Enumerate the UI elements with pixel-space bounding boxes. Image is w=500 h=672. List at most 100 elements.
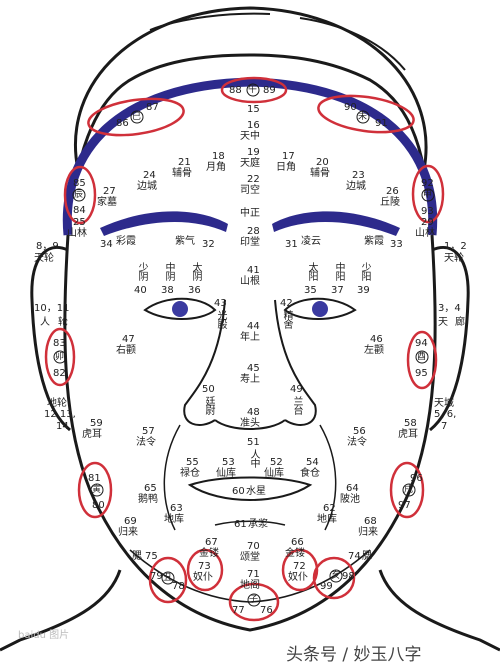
label-32: 32 bbox=[202, 239, 215, 250]
label-43: 43 bbox=[214, 298, 227, 309]
label-25: 25 bbox=[73, 217, 86, 228]
label-91: 91 bbox=[375, 118, 388, 129]
label-youquan: 右颧 bbox=[116, 345, 136, 356]
label-87: 87 bbox=[146, 102, 159, 113]
label-shaoyin: 少阴 bbox=[136, 262, 147, 280]
label-77: 77 bbox=[232, 605, 245, 616]
label-38: 38 bbox=[161, 285, 174, 296]
label-xianku-right: 仙库 bbox=[264, 468, 284, 479]
highlight-73 bbox=[186, 548, 224, 592]
highlight-85-84 bbox=[63, 165, 97, 225]
label-nianshang: 年上 bbox=[240, 332, 260, 343]
label-qiuling: 丘陵 bbox=[380, 197, 400, 208]
label-29: 29 bbox=[421, 217, 434, 228]
label-95: 95 bbox=[415, 368, 428, 379]
label-69: 69 bbox=[124, 516, 137, 527]
label-63: 63 bbox=[170, 503, 183, 514]
label-97: 97 bbox=[398, 500, 411, 511]
neck-left bbox=[0, 569, 122, 652]
label-18: 18 bbox=[212, 151, 225, 162]
label-biancheng-24: 边城 bbox=[137, 181, 157, 192]
glyph-mao: 卯 bbox=[55, 352, 65, 362]
label-biancheng-23: 边城 bbox=[346, 181, 366, 192]
label-67: 67 bbox=[205, 537, 218, 548]
label-51: 51 bbox=[247, 437, 260, 448]
highlight-77-76 bbox=[228, 582, 280, 622]
label-33: 33 bbox=[390, 239, 403, 250]
label-53: 53 bbox=[222, 457, 235, 468]
highlight-83-82 bbox=[44, 327, 76, 387]
label-zhongyang: 中阳 bbox=[333, 262, 344, 280]
label-sikong: 司空 bbox=[240, 185, 260, 196]
label-dige: 地阁 bbox=[240, 580, 260, 591]
label-66: 66 bbox=[291, 537, 304, 548]
label-caixia: 彩霞 bbox=[116, 236, 136, 247]
label-lang: 廊 bbox=[455, 317, 465, 328]
label-8-9: 8，9 bbox=[36, 241, 59, 252]
label-44: 44 bbox=[247, 321, 260, 332]
label-99: 99 bbox=[320, 581, 333, 592]
label-64: 64 bbox=[346, 483, 359, 494]
label-94: 94 bbox=[415, 338, 428, 349]
label-96: 96 bbox=[410, 473, 423, 484]
label-52: 52 bbox=[270, 457, 283, 468]
label-xianku-left: 仙库 bbox=[216, 468, 236, 479]
label-54: 54 bbox=[306, 457, 319, 468]
label-62: 62 bbox=[323, 503, 336, 514]
label-renzhong: 人中 bbox=[248, 449, 259, 467]
nose-right bbox=[274, 299, 317, 426]
label-faling-right: 法令 bbox=[347, 437, 367, 448]
label-16: 16 bbox=[247, 120, 260, 131]
glyph-wu: 午 bbox=[248, 85, 258, 95]
label-90: 90 bbox=[344, 102, 357, 113]
label-34: 34 bbox=[100, 239, 113, 250]
label-sai-left: 腮 bbox=[132, 551, 142, 562]
label-zixia: 紫霞 bbox=[364, 236, 384, 247]
left-eye bbox=[143, 297, 217, 320]
hair-outline bbox=[74, 6, 428, 171]
label-20: 20 bbox=[316, 157, 329, 168]
label-shanlin-29: 山林 bbox=[415, 228, 435, 239]
hairline-band bbox=[62, 77, 438, 236]
label-36: 36 bbox=[188, 285, 201, 296]
glyph-shen: 申 bbox=[423, 190, 433, 200]
label-rijiao: 日角 bbox=[276, 162, 296, 173]
label-49: 49 bbox=[290, 384, 303, 395]
nose-left bbox=[183, 299, 226, 426]
highlight-99-98 bbox=[312, 556, 356, 600]
label-22: 22 bbox=[247, 174, 260, 185]
label-lun: 轮 bbox=[58, 317, 68, 328]
glyph-chou: 丑 bbox=[163, 573, 173, 583]
label-diku-right: 地库 bbox=[317, 514, 337, 525]
label-28: 28 bbox=[247, 226, 260, 237]
label-lantai: 兰台 bbox=[291, 396, 302, 414]
label-39: 39 bbox=[357, 285, 370, 296]
label-55: 55 bbox=[186, 457, 199, 468]
glyph-yin: 寅 bbox=[92, 485, 102, 495]
label-41: 41 bbox=[247, 265, 260, 276]
label-76: 76 bbox=[260, 605, 273, 616]
label-lingyun: 凌云 bbox=[301, 236, 321, 247]
label-68: 68 bbox=[364, 516, 377, 527]
neck-right bbox=[378, 569, 500, 652]
label-taiyang: 太阳 bbox=[306, 262, 317, 280]
label-71: 71 bbox=[247, 569, 260, 580]
label-sai-right: 腮 bbox=[362, 551, 372, 562]
label-3-4: 3，4 bbox=[438, 303, 461, 314]
label-guilai-right: 归来 bbox=[358, 527, 378, 538]
label-shicang: 食仓 bbox=[300, 468, 320, 479]
label-1-2: 1，2 bbox=[444, 241, 467, 252]
label-65: 65 bbox=[144, 483, 157, 494]
highlight-96-97 bbox=[389, 461, 425, 519]
label-ren: 人 bbox=[40, 317, 50, 328]
label-75: 75 bbox=[145, 551, 158, 562]
label-shangen: 山根 bbox=[240, 276, 260, 287]
label-42: 42 bbox=[280, 298, 293, 309]
label-ege: 鹅鸭 bbox=[138, 494, 158, 505]
label-pochi: 陂池 bbox=[340, 494, 360, 505]
label-tianting: 天庭 bbox=[240, 158, 260, 169]
label-diku-left: 地库 bbox=[164, 514, 184, 525]
glyph-chen: 辰 bbox=[74, 190, 84, 200]
label-zuoquan: 左颧 bbox=[364, 345, 384, 356]
label-jiamu: 家墓 bbox=[97, 197, 117, 208]
